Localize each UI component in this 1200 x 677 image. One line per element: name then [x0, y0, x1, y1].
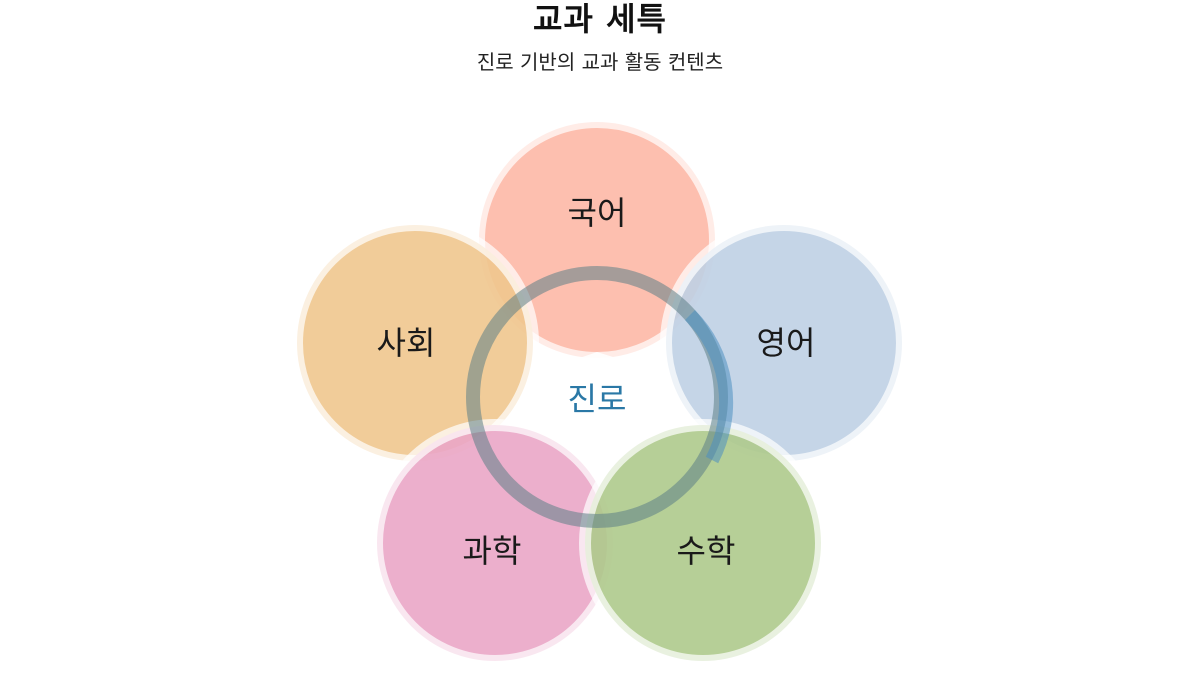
page-subtitle: 진로 기반의 교과 활동 컨텐츠	[476, 50, 724, 74]
center-label: 진로	[568, 380, 627, 418]
page-title: 교과 세특	[533, 0, 667, 38]
career-ring-accent	[684, 310, 734, 464]
subject-label-korean: 국어	[568, 194, 627, 232]
subject-label-english: 영어	[757, 324, 816, 362]
subject-circle-math	[579, 419, 827, 667]
subject-label-math: 수학	[677, 532, 736, 570]
subject-label-social: 사회	[377, 324, 436, 362]
center-highlight	[528, 352, 672, 460]
subject-label-science: 과학	[463, 532, 522, 570]
